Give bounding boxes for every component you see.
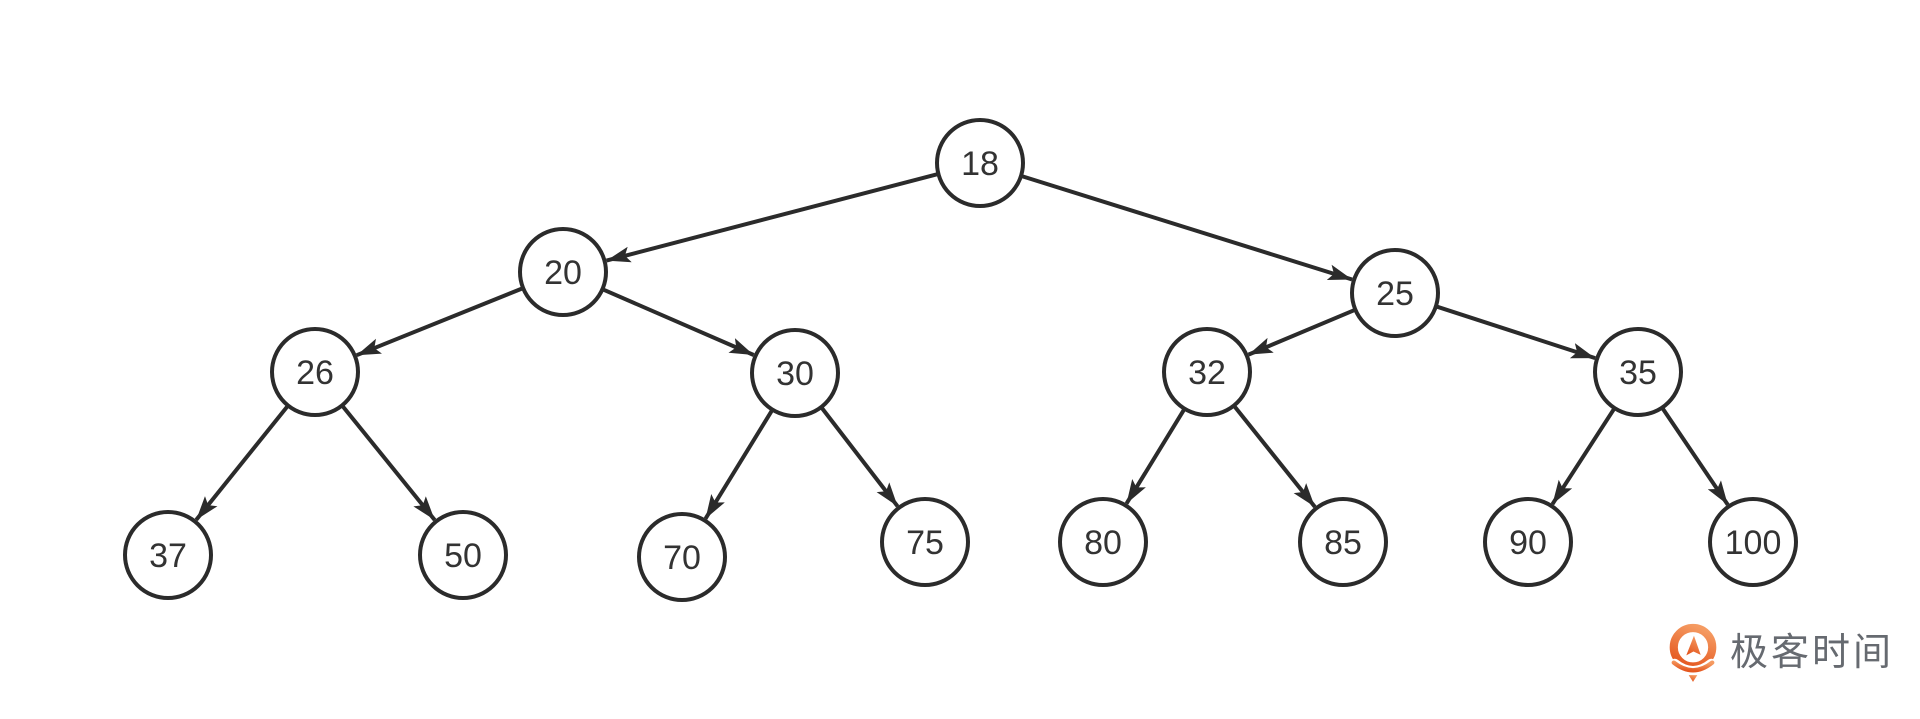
node-circle <box>1350 248 1440 338</box>
edge-32-85 <box>1232 404 1317 509</box>
edge-20-26 <box>355 286 524 358</box>
node-circle <box>1483 497 1573 587</box>
node-label: 32 <box>1188 354 1226 392</box>
tree-node-18: 18 <box>935 118 1025 208</box>
node-circle <box>637 512 727 602</box>
node-circle <box>1162 327 1252 417</box>
node-circle <box>880 497 970 587</box>
tree-node-25: 25 <box>1350 248 1440 338</box>
edge-18-20 <box>605 171 939 263</box>
tree-node-80: 80 <box>1058 497 1148 587</box>
tree-node-75: 75 <box>880 497 970 587</box>
edge-18-25 <box>1020 173 1353 282</box>
node-label: 18 <box>961 145 999 183</box>
node-label: 35 <box>1619 354 1657 392</box>
node-circle <box>750 328 840 418</box>
tree-node-100: 100 <box>1708 497 1798 587</box>
node-label: 80 <box>1084 524 1122 562</box>
node-label: 70 <box>663 539 701 577</box>
tree-node-50: 50 <box>418 510 508 600</box>
logo-swoosh <box>1671 660 1715 673</box>
tree-node-20: 20 <box>518 227 608 317</box>
node-circle <box>1058 497 1148 587</box>
tree-node-32: 32 <box>1162 327 1252 417</box>
node-circle <box>1708 497 1798 587</box>
tree-node-85: 85 <box>1298 497 1388 587</box>
tree-node-26: 26 <box>270 327 360 417</box>
tree-node-70: 70 <box>637 512 727 602</box>
tree-node-35: 35 <box>1593 327 1683 417</box>
node-circle <box>1298 497 1388 587</box>
geektime-logo: 极客时间 <box>1668 622 1894 684</box>
node-label: 50 <box>444 537 482 575</box>
edge-20-30 <box>601 287 755 357</box>
node-label: 90 <box>1509 524 1547 562</box>
edge-30-75 <box>819 405 900 508</box>
node-label: 20 <box>544 254 582 292</box>
node-circle <box>935 118 1025 208</box>
tree-node-30: 30 <box>750 328 840 418</box>
node-label: 85 <box>1324 524 1362 562</box>
nodes-layer: 18 20 25 26 30 32 35 37 50 70 75 80 85 90 100 <box>123 118 1798 602</box>
edge-26-37 <box>194 404 290 522</box>
node-label: 37 <box>149 537 187 575</box>
edge-30-70 <box>703 408 775 520</box>
node-circle <box>518 227 608 317</box>
node-label: 75 <box>906 524 944 562</box>
node-circle <box>1593 327 1683 417</box>
node-circle <box>418 510 508 600</box>
edge-35-100 <box>1660 406 1730 506</box>
edge-26-50 <box>340 404 437 522</box>
edges-layer <box>194 171 1730 522</box>
node-label: 30 <box>776 355 814 393</box>
geektime-logo-text: 极客时间 <box>1730 632 1895 674</box>
node-circle <box>270 327 360 417</box>
geektime-icon <box>1669 623 1717 682</box>
node-label: 100 <box>1725 524 1782 562</box>
edge-35-90 <box>1550 407 1617 506</box>
edge-25-35 <box>1435 304 1596 361</box>
tree-node-37: 37 <box>123 510 213 600</box>
node-circle <box>123 510 213 600</box>
edge-32-80 <box>1124 407 1187 505</box>
edge-25-32 <box>1247 307 1357 357</box>
logo-pin-tip <box>1688 675 1698 682</box>
node-label: 25 <box>1376 275 1414 313</box>
logo-needle <box>1686 635 1701 656</box>
tree-node-90: 90 <box>1483 497 1573 587</box>
node-label: 26 <box>296 354 334 392</box>
